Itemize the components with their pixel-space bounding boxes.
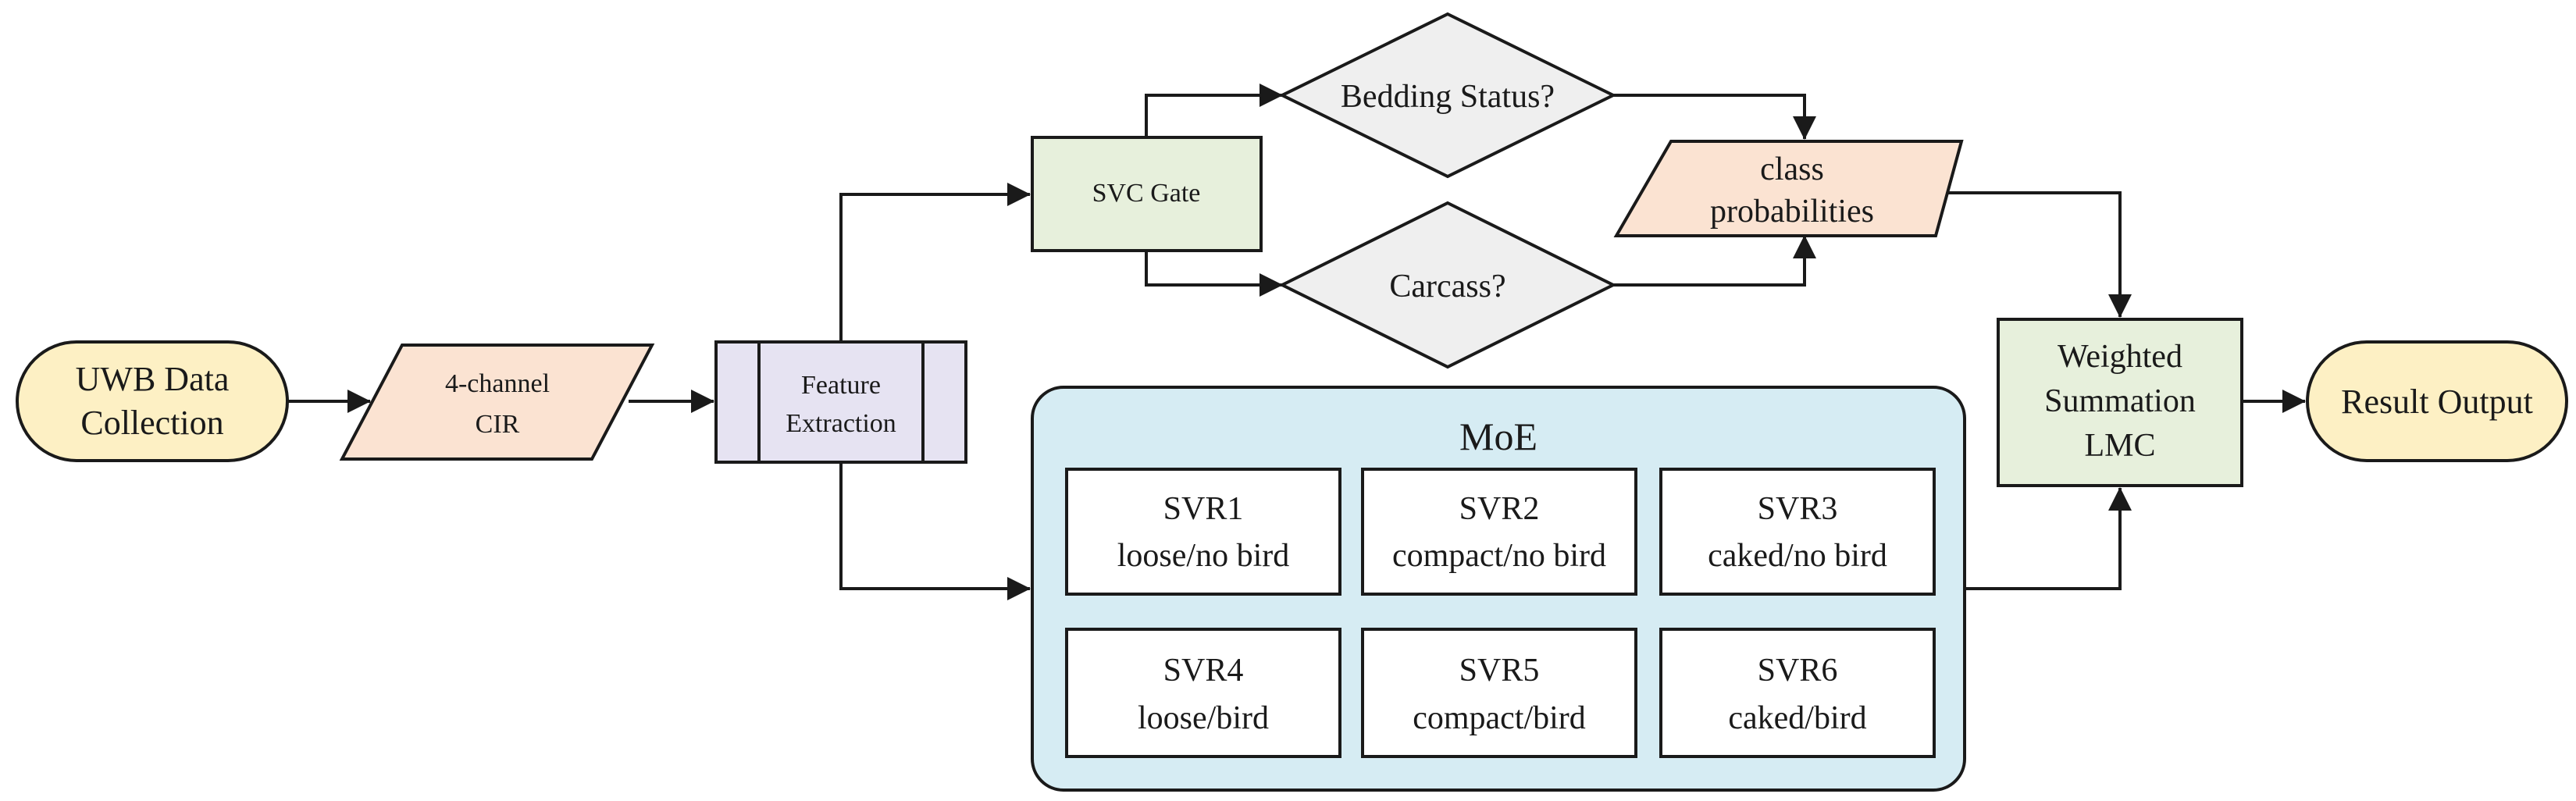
uwb-data-collection-node: UWB Data Collection <box>16 340 289 462</box>
weighted-shape <box>1997 318 2243 487</box>
cir-parallelogram-shape <box>339 344 655 461</box>
arrow-class-prob-to-weighted <box>1936 191 2132 318</box>
svc-gate-node: SVC Gate <box>1031 136 1263 252</box>
expert-svr5: SVR5 compact/bird <box>1361 628 1637 758</box>
expert-desc: caked/no bird <box>1708 538 1887 574</box>
expert-svr4: SVR4 loose/bird <box>1065 628 1341 758</box>
result-output-node: Result Output <box>2306 340 2568 462</box>
uwb-terminal-shape <box>16 340 289 462</box>
arrow-feature-to-moe <box>839 462 1031 600</box>
expert-desc: caked/bird <box>1728 700 1866 736</box>
weighted-label-line1: Weighted <box>2058 339 2182 375</box>
result-terminal-shape <box>2306 340 2568 462</box>
result-label: Result Output <box>2341 383 2533 421</box>
expert-desc: loose/bird <box>1138 700 1269 736</box>
class-prob-label-line1: class <box>1760 151 1824 187</box>
expert-box <box>1361 628 1637 758</box>
arrow-moe-to-weighted <box>1965 487 2132 590</box>
uwb-label-line1: UWB Data <box>76 360 230 398</box>
expert-name: SVR6 <box>1758 653 1838 689</box>
class-prob-label-line2: probabilities <box>1710 194 1874 230</box>
arrow-feature-to-svc-gate <box>839 183 1031 342</box>
carcass-decision: Carcass? <box>1278 201 1617 369</box>
cir-label-line2: CIR <box>476 410 520 439</box>
expert-name: SVR2 <box>1459 491 1540 527</box>
bedding-status-decision: Bedding Status? <box>1278 12 1617 179</box>
carcass-diamond-shape <box>1278 201 1617 369</box>
cir-input-node: 4-channel CIR <box>339 344 655 461</box>
expert-box <box>1361 468 1637 596</box>
expert-box <box>1065 628 1341 758</box>
feature-process-shape <box>714 340 967 464</box>
expert-svr6: SVR6 caked/bird <box>1659 628 1936 758</box>
bedding-diamond-shape <box>1278 12 1617 179</box>
moe-title: MoE <box>1459 415 1537 458</box>
expert-desc: loose/no bird <box>1117 538 1289 574</box>
weighted-label-line2: Summation <box>2044 383 2196 419</box>
expert-name: SVR5 <box>1459 653 1540 689</box>
svc-gate-shape <box>1031 136 1263 252</box>
expert-box <box>1065 468 1341 596</box>
feature-label-line1: Feature <box>801 371 881 400</box>
expert-svr2: SVR2 compact/no bird <box>1361 468 1637 596</box>
expert-desc: compact/bird <box>1413 700 1586 736</box>
weighted-label-line3: LMC <box>2084 428 2155 464</box>
expert-svr3: SVR3 caked/no bird <box>1659 468 1936 596</box>
expert-box <box>1659 468 1936 596</box>
class-prob-parallelogram-shape <box>1613 140 1964 237</box>
svc-gate-label: SVC Gate <box>1092 179 1201 208</box>
bedding-label: Bedding Status? <box>1341 79 1555 115</box>
carcass-label: Carcass? <box>1389 269 1505 304</box>
expert-svr1: SVR1 loose/no bird <box>1065 468 1341 596</box>
arrow-svc-to-carcass <box>1145 251 1283 297</box>
expert-name: SVR4 <box>1163 653 1244 689</box>
weighted-summation-node: Weighted Summation LMC <box>1997 318 2243 487</box>
feature-extraction-node: Feature Extraction <box>714 340 967 464</box>
connectors <box>287 84 2306 600</box>
feature-label-line2: Extraction <box>786 409 896 438</box>
expert-name: SVR1 <box>1163 491 1244 527</box>
uwb-label-line2: Collection <box>80 404 223 442</box>
expert-name: SVR3 <box>1758 491 1838 527</box>
arrow-svc-to-bedding <box>1145 84 1283 137</box>
class-probabilities-node: class probabilities <box>1613 140 1964 237</box>
expert-box <box>1659 628 1936 758</box>
moe-container: MoE SVR1 loose/no bird SVR2 compact/no b… <box>1031 386 1966 792</box>
arrow-bedding-to-class-prob <box>1613 94 1816 140</box>
expert-desc: compact/no bird <box>1392 538 1606 574</box>
cir-label-line1: 4-channel <box>445 369 550 398</box>
arrow-carcass-to-class-prob <box>1613 235 1816 287</box>
